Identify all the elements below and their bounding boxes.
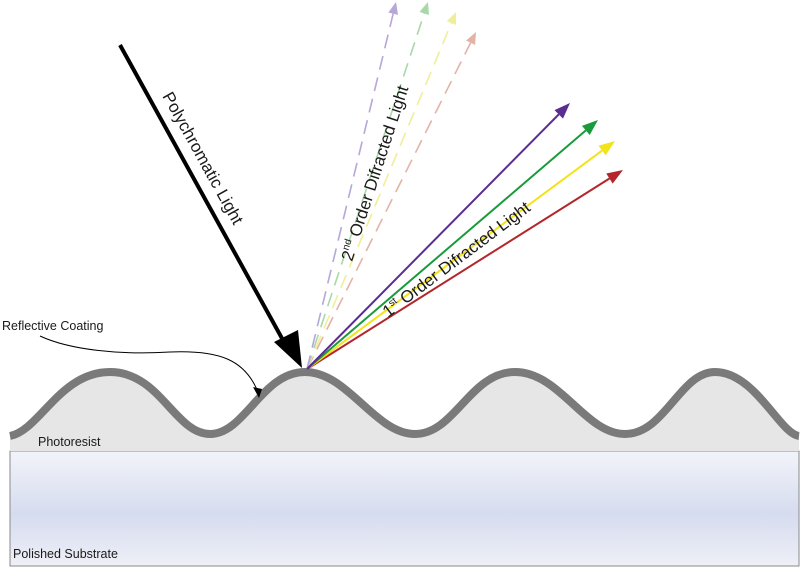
- incident-light-arrow: [118, 44, 286, 343]
- reflective-coating: [8, 368, 800, 440]
- second-order-rays: [306, 2, 476, 370]
- first-order-ray: [306, 129, 587, 370]
- first-order-ray: [306, 113, 560, 370]
- first-order-arrowhead: [581, 120, 598, 135]
- first-order-arrowhead: [554, 103, 570, 119]
- incident-arrowhead: [274, 330, 302, 368]
- coating-callout-line: [39, 335, 259, 393]
- second-order-label: 2nd Order Difracted Light: [338, 83, 413, 263]
- first-order-label: 1st Order Difracted Light: [379, 198, 534, 322]
- reflective-coating-label: Reflective Coating: [2, 319, 103, 333]
- polychromatic-light-label: Polychromatic Light: [159, 89, 248, 228]
- second-order-ray: [306, 42, 472, 370]
- second-order-ray: [306, 13, 426, 370]
- second-order-arrowhead: [466, 32, 476, 45]
- polished-substrate-label: Polished Substrate: [13, 547, 118, 561]
- second-order-arrowhead: [419, 2, 429, 15]
- first-order-ray: [306, 177, 610, 370]
- first-order-rays: [306, 103, 623, 370]
- second-order-text: Order Difracted Light: [344, 83, 412, 244]
- photoresist-label: Photoresist: [38, 435, 101, 449]
- coating-callout-arrowhead: [253, 387, 262, 398]
- first-order-text: Order Difracted Light: [393, 198, 534, 311]
- photoresist-layer: [10, 372, 799, 451]
- second-order-arrowhead: [446, 12, 456, 25]
- second-order-ray: [306, 22, 453, 370]
- first-order-ray: [306, 149, 603, 370]
- second-order-ray: [306, 13, 394, 370]
- second-order-superscript: nd: [341, 238, 355, 252]
- first-order-arrowhead: [598, 141, 615, 156]
- polished-substrate: [9, 450, 800, 567]
- first-order-arrowhead: [606, 170, 623, 184]
- second-order-arrowhead: [388, 2, 399, 15]
